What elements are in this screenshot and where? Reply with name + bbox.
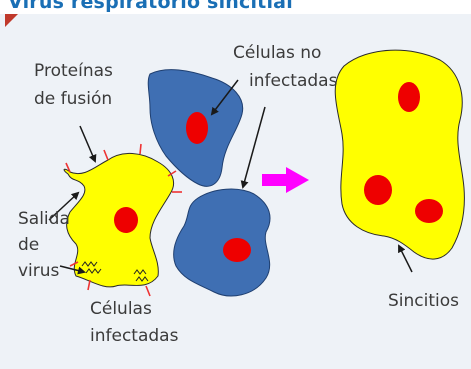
infected-cell: [64, 144, 182, 296]
arrow-sincitios: [399, 246, 412, 272]
uninfected-cell-top-nucleus: [186, 112, 208, 144]
uninfected-cell-bottom-body: [174, 189, 270, 296]
syncytium-nucleus-1: [398, 82, 420, 112]
syncytium-nucleus-3: [415, 199, 443, 223]
infected-cell-nucleus: [114, 207, 138, 233]
syncytium-body: [335, 50, 464, 259]
arrow-no-infectadas-bottom: [243, 107, 265, 187]
uninfected-cell-bottom-nucleus: [223, 238, 251, 262]
label-salida-line3: virus: [18, 261, 60, 281]
uninfected-cell-bottom: [174, 189, 270, 296]
label-sincitios: Sincitios: [388, 291, 459, 311]
label-salida-line1: Salida: [18, 209, 70, 229]
label-infectadas-line2: infectadas: [90, 326, 179, 346]
transition-arrow: [262, 167, 309, 193]
label-salida-line2: de: [18, 235, 39, 255]
syncytium-nucleus-2: [364, 175, 392, 205]
label-infectadas-line1: Células: [90, 299, 152, 319]
label-proteinas-line1: Proteínas: [34, 61, 113, 81]
syncytium: [335, 50, 464, 259]
label-proteinas-line2: de fusión: [34, 89, 112, 109]
label-no-infectadas-line2: infectadas: [249, 71, 338, 91]
corner-marker: [5, 14, 18, 27]
arrow-proteinas: [80, 126, 95, 161]
label-no-infectadas-line1: Células no: [233, 43, 321, 63]
